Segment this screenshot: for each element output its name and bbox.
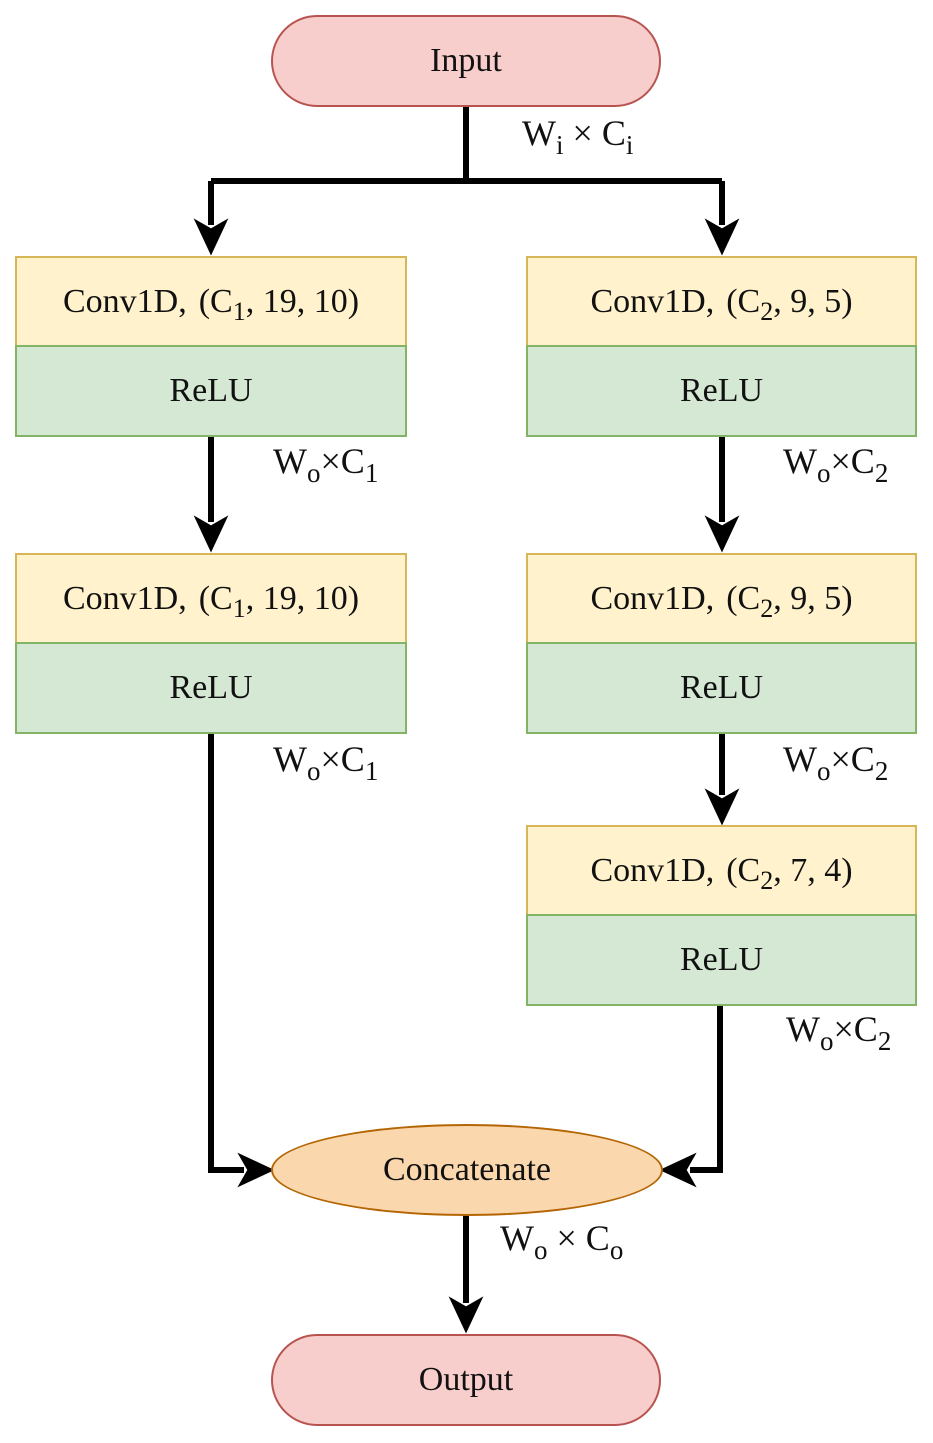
conv-name: Conv1D,: [590, 282, 715, 320]
conv-params: (C2, 9, 5): [726, 579, 853, 623]
conv-params: (C2, 7, 4): [726, 851, 853, 895]
concatenate-node: Concatenate: [271, 1124, 663, 1216]
conv-name: Conv1D,: [62, 282, 187, 320]
arrowhead-concat-right: [659, 1152, 697, 1188]
concatenate-label: Concatenate: [382, 1151, 552, 1188]
left-dimension-label-2: Wo×C1: [273, 739, 379, 786]
output-label: Output: [418, 1361, 514, 1398]
input-node: Input: [271, 15, 661, 107]
right-dimension-label-3: Wo×C2: [786, 1009, 892, 1056]
arrowhead-right-1: [704, 218, 740, 256]
left-conv1d-block-2: Conv1D, (C1, 19, 10): [15, 553, 407, 644]
edge-input-split: [211, 106, 722, 184]
right-dimension-label-1: Wo×C2: [783, 441, 889, 488]
right-relu-block-1: ReLU: [526, 345, 917, 437]
concat-dimension-label: Wo × Co: [500, 1218, 624, 1265]
edge-right-concat: [690, 1005, 723, 1173]
right-relu-block-3: ReLU: [526, 914, 917, 1006]
right-conv1d-block-3: Conv1D, (C2, 7, 4): [526, 825, 917, 916]
relu-label: ReLU: [679, 941, 764, 978]
right-conv1d-block-1: Conv1D, (C2, 9, 5): [526, 256, 917, 347]
left-dimension-label-1: Wo×C1: [273, 441, 379, 488]
conv-name: Conv1D,: [590, 579, 715, 617]
right-relu-block-2: ReLU: [526, 642, 917, 734]
relu-label: ReLU: [679, 669, 764, 706]
conv-params: (C2, 9, 5): [726, 282, 853, 326]
right-dimension-label-2: Wo×C2: [783, 739, 889, 786]
conv-name: Conv1D,: [590, 851, 715, 889]
arrowhead-concat-left: [237, 1152, 275, 1188]
left-relu-block-2: ReLU: [15, 642, 407, 734]
left-conv1d-block-1: Conv1D, (C1, 19, 10): [15, 256, 407, 347]
right-conv1d-block-2: Conv1D, (C2, 9, 5): [526, 553, 917, 644]
conv-params: (C1, 19, 10): [198, 282, 360, 326]
input-dimension-label: Wi × Ci: [522, 113, 634, 160]
relu-label: ReLU: [169, 372, 253, 409]
arrowhead-right-3: [704, 788, 740, 826]
output-node: Output: [271, 1334, 661, 1426]
arrowhead-right-2: [704, 515, 740, 553]
arrowhead-left-2: [193, 515, 229, 553]
conv-params: (C1, 19, 10): [198, 579, 360, 623]
input-label: Input: [430, 42, 502, 79]
conv-name: Conv1D,: [62, 579, 187, 617]
arrowhead-left-1: [193, 218, 229, 256]
relu-label: ReLU: [169, 669, 253, 706]
left-relu-block-1: ReLU: [15, 345, 407, 437]
arrowhead-output: [448, 1296, 484, 1334]
edge-left-concat: [208, 733, 244, 1173]
relu-label: ReLU: [679, 372, 764, 409]
